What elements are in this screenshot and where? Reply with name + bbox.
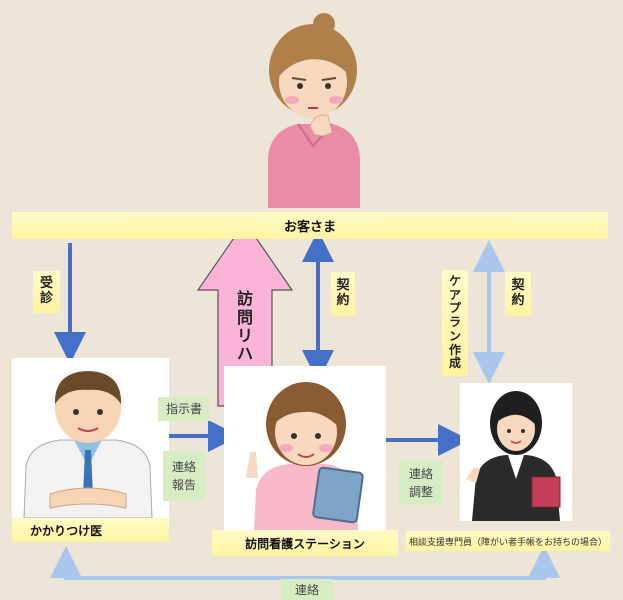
station-label-bar: 訪問看護ステーション (212, 530, 398, 556)
specialist-illustration (466, 391, 561, 521)
careplan-label: ケ ア プ ラ ン 作 成 (442, 270, 468, 376)
rehab-label: 訪 問 リ ハ (236, 289, 253, 364)
specialist-label: 相談支援専門員（障がい者手帳をお持ちの場合） (408, 537, 607, 548)
instruction-box: 指示書 (158, 397, 210, 421)
instruction-label: 指示書 (165, 402, 202, 416)
doctor-label-bar: かかりつけ医 (12, 518, 169, 542)
nurse-illustration (246, 382, 364, 530)
station-label: 訪問看護ステーション (245, 536, 365, 551)
contract-right-label: 契 約 (505, 272, 531, 316)
customer-label: お客さま (283, 220, 336, 235)
doctor-panel (12, 358, 169, 519)
doctor-illustration (23, 371, 153, 519)
contract-left-label: 契 約 (331, 272, 355, 316)
bottom-link-arrow (50, 546, 560, 580)
customer-bar: お客さま (12, 212, 608, 239)
consult-label: 受 診 (33, 271, 60, 313)
doctor-label: かかりつけ医 (30, 523, 103, 538)
customer-illustration (268, 13, 360, 208)
bottom-link-label: 連絡 (294, 582, 319, 597)
coord-box: 連絡 調整 (399, 461, 443, 505)
report-box: 連絡 報告 (163, 451, 205, 501)
specialist-label-bar: 相談支援専門員（障がい者手帳をお持ちの場合） (406, 531, 610, 551)
station-panel (224, 366, 386, 530)
specialist-panel (460, 383, 572, 521)
bottom-link-box: 連絡 (281, 579, 333, 600)
